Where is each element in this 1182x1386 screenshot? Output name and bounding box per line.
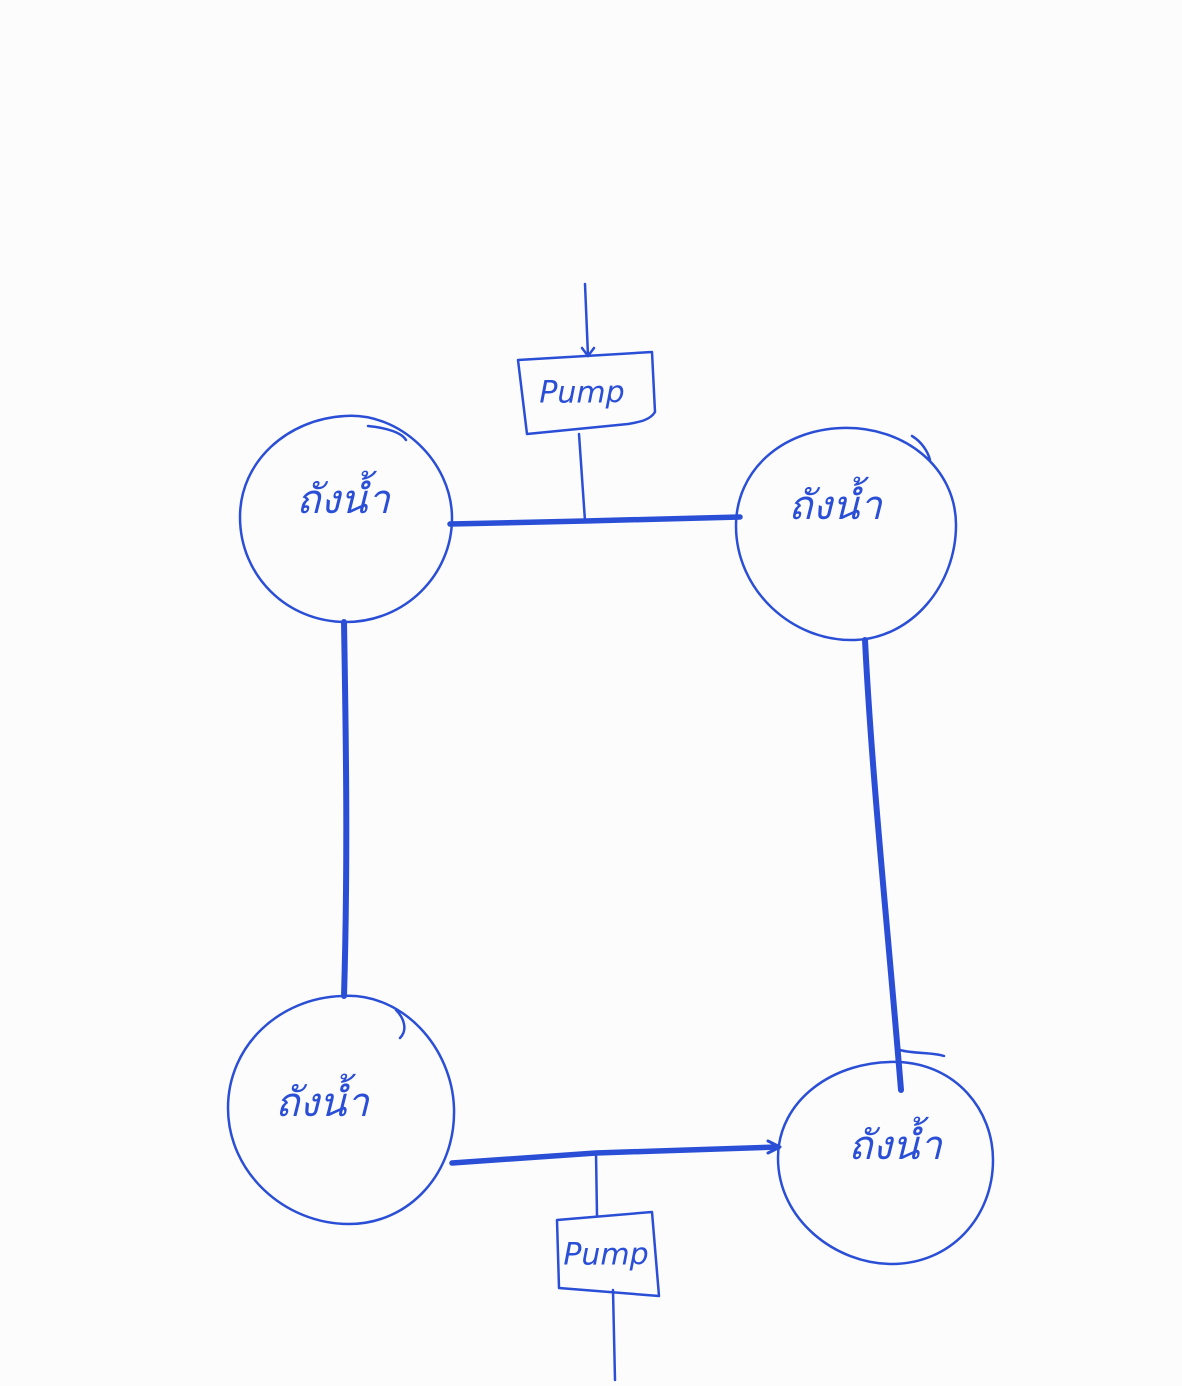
tank-bottom-left: ถังน้ำ	[226, 994, 456, 1226]
tank-top-left: ถังน้ำ	[238, 414, 454, 624]
pump-bottom: Pump	[555, 1151, 661, 1382]
pump-bottom-inlet-line	[594, 1151, 599, 1218]
tank-bottom-left-label: ถังน้ำ	[275, 1073, 370, 1126]
pipe-bottom-arrowhead	[766, 1139, 782, 1155]
tank-top-right-outline	[734, 426, 958, 642]
tank-bottom-right: ถังน้ำ	[776, 1048, 995, 1266]
pipe-top	[447, 514, 743, 527]
pump-top-outlet-line	[577, 432, 587, 523]
tank-top-right-label: ถังน้ำ	[788, 476, 883, 529]
pipe-bottom	[449, 1144, 781, 1166]
tank-bottom-right-outline	[776, 1048, 995, 1266]
pump-bottom-label: Pump	[563, 1238, 648, 1273]
tank-top-right: ถังน้ำ	[734, 426, 958, 642]
pump-top-label: Pump	[539, 376, 624, 411]
tank-top-left-label: ถังน้ำ	[296, 470, 391, 523]
tank-bottom-right-label: ถังน้ำ	[848, 1116, 943, 1169]
pump-bottom-outlet-line	[611, 1288, 617, 1382]
pump-top: Pump	[516, 282, 657, 523]
pipe-right	[862, 637, 904, 1093]
pipe-left	[341, 619, 350, 999]
pump-top-inlet-line	[583, 282, 590, 358]
pump-top-box	[516, 350, 657, 436]
pump-bottom-box	[555, 1210, 661, 1298]
tank-bottom-left-outline	[226, 994, 456, 1226]
